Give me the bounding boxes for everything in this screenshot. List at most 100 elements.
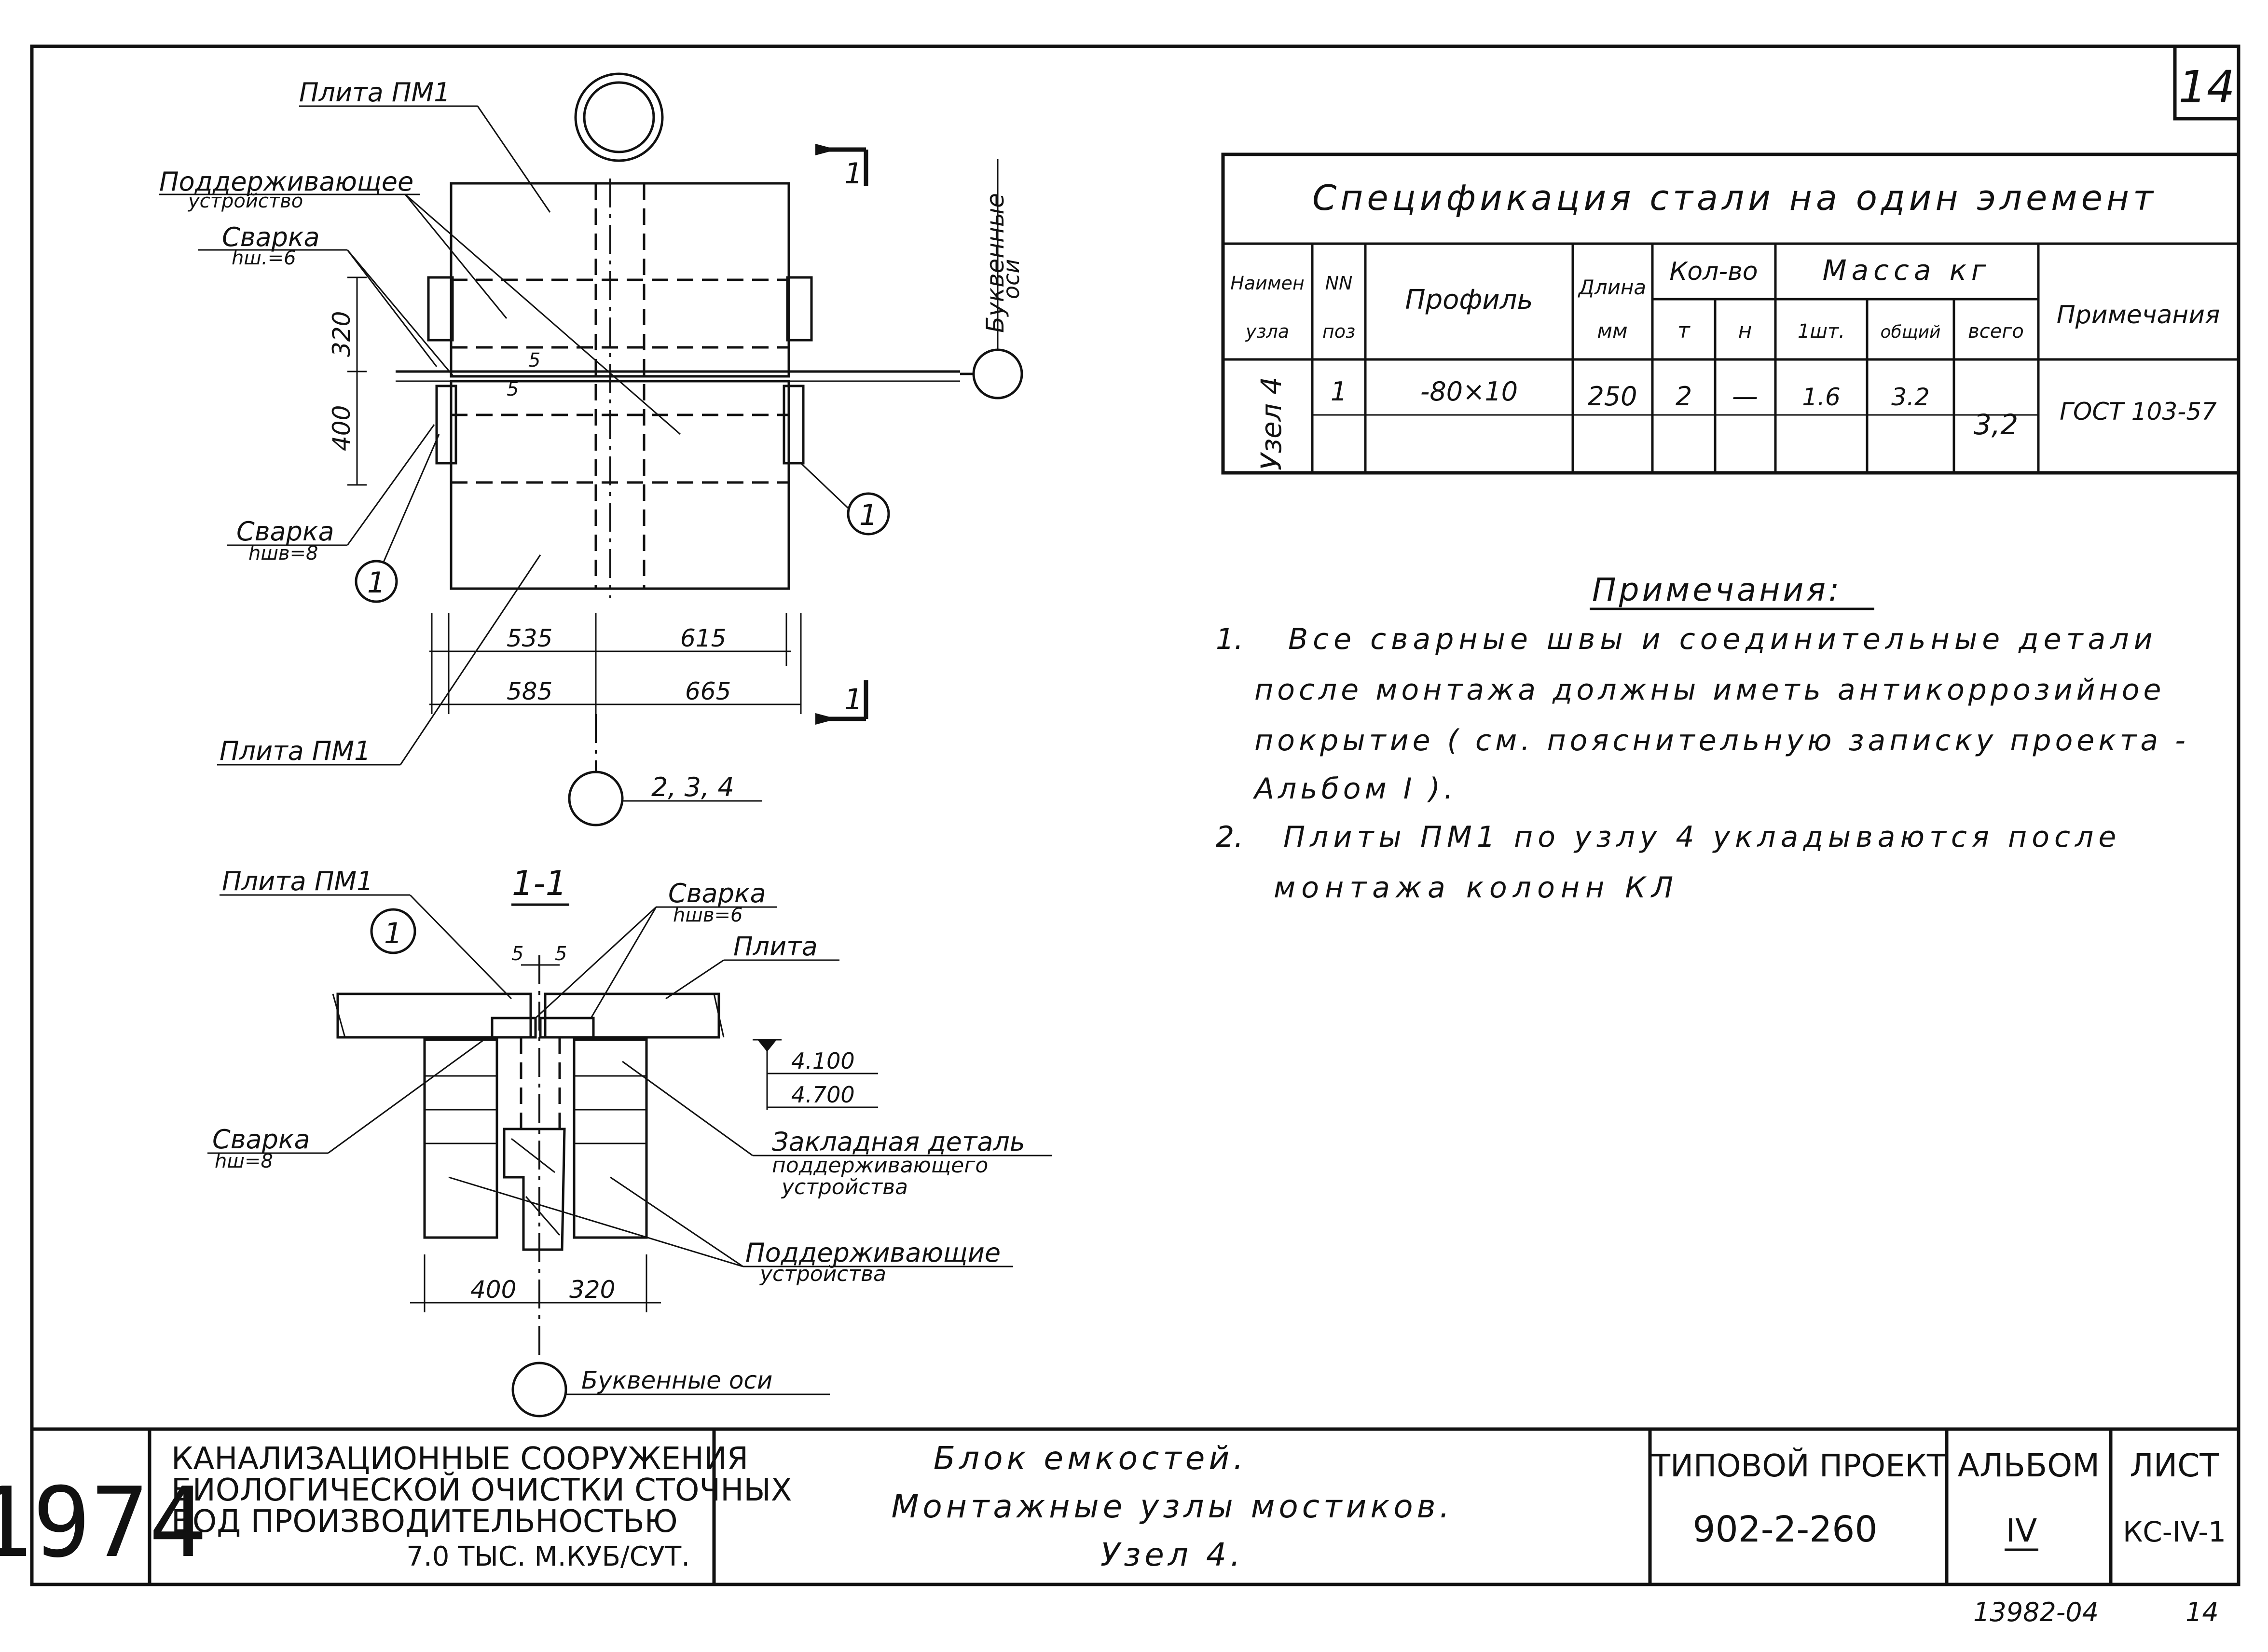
spec-cell-pos: 1 [1331,376,1347,407]
svg-text:5: 5 [511,943,523,965]
dim-585: 585 [507,677,552,705]
svg-text:5: 5 [528,349,540,372]
spec-cell-node: Узел 4 [1255,377,1288,470]
org-line-3: ВОД ПРОИЗВОДИТЕЛЬНОСТЬЮ [171,1504,678,1540]
svg-text:узла: узла [1245,321,1289,342]
dim-665: 665 [685,677,731,705]
label-support-sub: устройство [188,190,303,212]
notes: Примечания: 1. Все сварные швы и соедини… [1216,571,2189,905]
svg-text:всего: всего [1968,320,2024,343]
svg-text:т: т [1677,318,1691,343]
sheet-frame [30,44,2241,1586]
spec-cell-mass-all: 3,2 [1974,408,2018,441]
svg-text:н: н [1738,318,1752,343]
spec-cell-qty-t: 2 [1676,381,1692,412]
org-line-2: БИОЛОГИЧЕСКОЙ ОЧИСТКИ СТОЧНЫХ [171,1472,792,1508]
svg-text:1: 1 [844,157,863,191]
svg-text:общий: общий [1881,322,1941,342]
spec-title: Спецификация стали на один элемент [1312,178,2157,218]
section-label-supports-sub: устройства [759,1262,886,1286]
svg-text:мм: мм [1597,319,1627,343]
dim-320-vertical: 320 [328,311,356,357]
elevation-1: 4.100 [791,1048,855,1074]
table-row: Узел 4 1 -80×10 250 2 — 1.6 3.2 3,2 ГОСТ… [1255,376,2217,470]
elevation-2: 4.700 [791,1082,855,1108]
section-dim-320: 320 [569,1276,615,1304]
svg-text:поз: поз [1322,321,1355,342]
embedded-part [503,1128,566,1251]
album-value: IV [2006,1512,2037,1549]
spec-header-pos: NN [1325,273,1353,294]
section-mark-top: 1 [815,144,868,191]
footer-page: 14 [2186,1597,2219,1627]
note-1-line-3: покрытие ( см. пояснительную записку про… [1254,724,2189,757]
label-letter-axes-sub: оси [998,259,1024,299]
section-mark-bottom: 1 [815,680,868,725]
section-label-plate-left: Плита ПМ1 [222,866,373,896]
section-axis-bubble [511,1362,567,1418]
title-line-2: Монтажные узлы мостиков. [891,1488,1453,1525]
node-marker [574,72,664,162]
label-weld-top: Сварка [222,222,320,252]
plan-view: Буквенные оси 1 1 Плита ПМ1 Поддерживающ… [159,72,1024,826]
org-line-4: 7.0 ТЫС. М.КУБ/СУТ. [406,1541,690,1572]
note-1-number: 1. [1216,622,1243,656]
dim-400-vertical: 400 [328,405,356,451]
spec-cell-length: 250 [1587,381,1637,412]
album-label: АЛЬБОМ [1958,1447,2100,1484]
sheet-label: ЛИСТ [2130,1447,2219,1484]
section-dim-400: 400 [470,1276,516,1304]
spec-header-length: Длина [1578,275,1646,299]
spec-cell-mass-one: 1.6 [1802,383,1841,411]
spec-cell-profile: -80×10 [1420,376,1518,407]
section-label-embedded-sub2: устройства [781,1175,908,1199]
note-2-line-2: монтажа колонн КЛ [1274,871,1679,905]
note-1-line-2: после монтажа должны иметь антикоррозийн… [1254,673,2165,707]
note-2-line-1: Плиты ПМ1 по узлу 4 укладываются после [1283,820,2121,854]
title-block: 1974 КАНАЛИЗАЦИОННЫЕ СООРУЖЕНИЯ БИОЛОГИЧ… [0,1429,2226,1584]
section-title: 1-1 [512,864,567,903]
section-label-axes: Буквенные оси [581,1366,772,1394]
support-left [427,276,454,342]
footer-code: 13982-04 [1973,1597,2099,1627]
label-weld-top-sub: hш.=6 [232,247,296,269]
label-plate-bottom: Плита ПМ1 [220,736,371,766]
support-right [786,276,813,342]
svg-text:1шт.: 1шт. [1798,320,1845,343]
section-label-plate-right: Плита [733,931,818,962]
section-support-right [573,1038,648,1239]
section-label-weld-top: Сварка [668,878,766,909]
sheet-number-box: 14 [2173,44,2241,121]
spec-header-profile: Профиль [1405,284,1533,316]
svg-text:1: 1 [844,683,863,716]
spec-header-notes: Примечания [2057,301,2220,330]
sheet-value: КС-IV-1 [2123,1515,2226,1548]
label-support: Поддерживающее [159,166,413,197]
section-label-weld-left: Сварка [212,1124,310,1155]
note-1-line-1: Все сварные швы и соединительные детали [1288,622,2158,656]
label-plate-top: Плита ПМ1 [299,77,450,108]
spec-header-qty: Кол-во [1669,257,1758,286]
spec-header-node: Наимен [1230,273,1304,294]
sheet-number: 14 [2178,61,2235,113]
axis-bubble-numeric [568,771,624,826]
section-support-left [423,1038,498,1239]
svg-text:1: 1 [384,917,402,950]
section-label-weld-left-sub: hш=8 [215,1150,273,1172]
spec-cell-qty-n: — [1732,381,1758,412]
section-label-weld-top-sub: hшв=6 [673,904,743,926]
note-2-number: 2. [1216,820,1243,854]
axis-label-numeric: 2, 3, 4 [651,772,734,802]
section-view: 1-1 5 5 4.100 4.700 [207,864,1052,1418]
org-line-1: КАНАЛИЗАЦИОННЫЕ СООРУЖЕНИЯ [171,1441,748,1477]
section-plate-left [336,992,532,1039]
svg-text:1: 1 [859,498,878,532]
project-label: ТИПОВОЙ ПРОЕКТ [1651,1447,1946,1484]
notes-heading: Примечания: [1592,571,1842,608]
project-number: 902-2-260 [1693,1509,1878,1550]
spec-header-mass: Масса кг [1823,254,1991,287]
position-marker-right [847,492,890,536]
spec-cell-note: ГОСТ 103-57 [2060,398,2217,426]
dim-615: 615 [680,624,726,652]
